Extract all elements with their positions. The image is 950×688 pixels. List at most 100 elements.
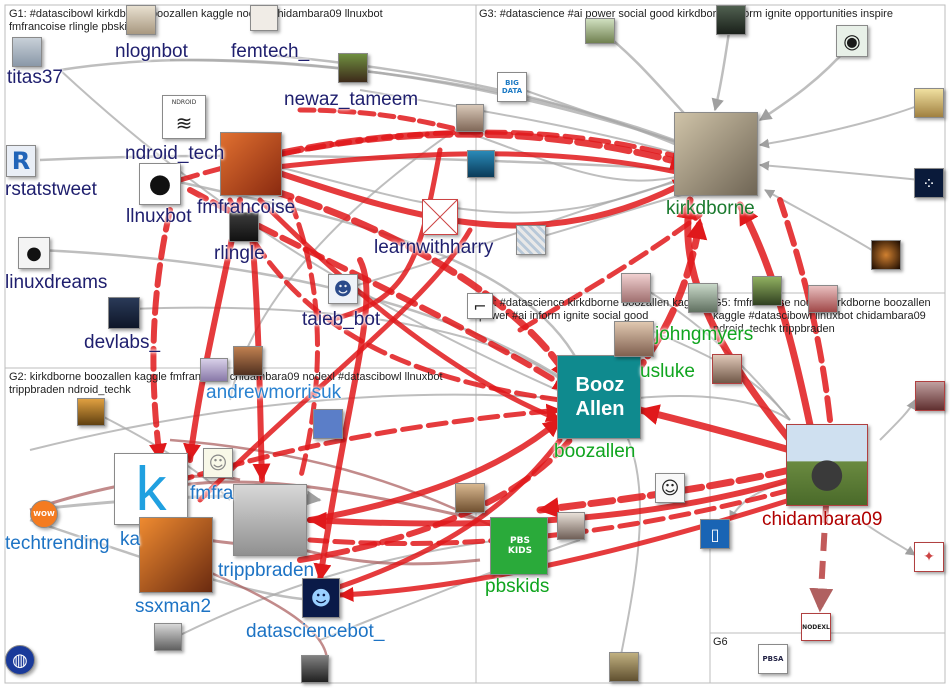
node-avatar-g3-mid-1[interactable]	[516, 225, 546, 255]
label-learnwithharry: learnwithharry	[374, 237, 494, 258]
node-avatar-learnwithharry[interactable]	[422, 199, 458, 235]
node-avatar-g4-small-4[interactable]	[455, 483, 485, 513]
nodexl-logo: NODEXL	[802, 623, 830, 631]
node-avatar-g3-top-3[interactable]: ◉	[836, 25, 868, 57]
node-avatar-titas37[interactable]	[12, 37, 42, 67]
node-avatar-ssxman2[interactable]	[139, 517, 213, 593]
node-avatar-g3-right-2[interactable]: ⁘	[914, 168, 944, 198]
edge-chidambara-nodexl	[809, 504, 834, 613]
node-avatar-datasciencebot[interactable]: ☻	[302, 578, 340, 618]
group-label-g3: G3: #datascience #ai power social good k…	[479, 8, 893, 20]
node-avatar-andrewmorris[interactable]	[233, 346, 263, 376]
node-avatar-g5-small-1[interactable]	[712, 354, 742, 384]
bracket-icon: ⌐	[473, 296, 487, 316]
node-avatar-g3-right-1[interactable]	[914, 88, 944, 118]
node-avatar-pbsa[interactable]: PBSA	[758, 644, 788, 674]
node-avatar-g2-small-2[interactable]	[313, 409, 343, 439]
node-avatar-johngmyers[interactable]	[614, 321, 654, 357]
booz-allen-logo: Booz Allen	[575, 374, 625, 420]
node-avatar-g5-small-3[interactable]: ▯	[700, 519, 730, 549]
node-avatar-linuxdreams[interactable]: ●	[18, 237, 50, 269]
node-avatar-techtrending[interactable]: WOW	[30, 500, 58, 528]
tux-penguin-icon: ●	[148, 169, 172, 199]
node-avatar-fmfra[interactable]: ☺	[203, 448, 233, 478]
robot-icon: ☻	[333, 278, 353, 300]
ndroid-title: NDROID	[171, 99, 197, 106]
node-avatar-pbskids[interactable]: PBS KIDS	[490, 517, 548, 575]
node-avatar-devlabs[interactable]	[108, 297, 140, 329]
node-avatar-nodexl[interactable]: NODEXL	[801, 613, 831, 641]
node-avatar-bigdata[interactable]: BIG DATA	[497, 72, 527, 102]
node-avatar-g4-small-5[interactable]	[609, 652, 639, 682]
node-avatar-g3-top-1[interactable]	[585, 18, 615, 44]
node-avatar-g3-top-2[interactable]	[716, 5, 746, 35]
character-icon: ☺	[660, 477, 680, 499]
node-avatar-newaz[interactable]	[338, 53, 368, 83]
node-avatar-rlingle[interactable]	[229, 212, 259, 242]
k-logo: k	[135, 454, 167, 524]
label-fmfrancoise: fmfrancoise	[197, 197, 296, 218]
node-avatar-llnuxbot[interactable]: ●	[139, 163, 181, 205]
label-ndroid-tech: ndroid_tech	[125, 143, 225, 164]
node-avatar-g5-small-4[interactable]: ✦	[914, 542, 944, 572]
dots-icon: ⁘	[922, 173, 936, 193]
node-avatar-rstatstweet[interactable]: R	[6, 145, 36, 177]
node-avatar-g4-small-2[interactable]: ☺	[655, 473, 685, 503]
label-kirkdborne: kirkdborne	[666, 198, 755, 219]
node-avatar-ndroid[interactable]: NDROID ≋	[162, 95, 206, 139]
group-label-g6: G6	[713, 636, 728, 648]
node-avatar-ka[interactable]: k	[114, 453, 188, 525]
phone-icon: ▯	[710, 524, 720, 544]
pbs-kids-logo: PBS KIDS	[507, 536, 533, 556]
label-andrewmorrisuk: andrewmorrisuk	[206, 382, 342, 403]
node-avatar-g3-right-3[interactable]	[871, 240, 901, 270]
node-avatar-trippbraden[interactable]	[233, 484, 307, 556]
node-avatar-chidambara09[interactable]: ●	[786, 424, 868, 506]
node-avatar-femtech[interactable]	[250, 5, 278, 31]
node-avatar-g1-small-3[interactable]	[200, 358, 228, 382]
label-femtech: femtech_	[231, 41, 310, 62]
cartoon-face-icon: ☺	[208, 452, 228, 474]
alien-icon: ◉	[843, 29, 861, 53]
label-pbskids: pbskids	[485, 576, 550, 597]
group-label-g1: G1: #datascibowl kirkdborne boozallen ka…	[9, 8, 383, 33]
node-avatar-g3-mid-2[interactable]	[621, 273, 651, 303]
node-avatar-g2-small-5[interactable]	[301, 655, 329, 683]
label-devlabs: devlabs_	[84, 332, 161, 353]
node-avatar-kirkdborne[interactable]	[674, 112, 758, 196]
label-chidambara09: chidambara09	[762, 509, 883, 530]
pbs-head-icon: ◍	[12, 649, 28, 671]
big-data-label: BIG DATA	[501, 79, 523, 95]
label-llnuxbot: llnuxbot	[126, 206, 192, 227]
node-avatar-g3-mid-5[interactable]	[808, 285, 838, 313]
pbsa-logo: PBSA	[762, 655, 784, 663]
bot-icon: ☻	[310, 586, 332, 610]
node-avatar-g3-mid-4[interactable]	[752, 276, 782, 306]
label-techtrending: techtrending	[5, 533, 110, 554]
label-rstatstweet: rstatstweet	[5, 179, 97, 200]
node-avatar-boozallen[interactable]: Booz Allen	[557, 355, 641, 439]
elephant-icon: ●	[809, 450, 845, 496]
label-datasciencebot: datasciencebot_	[246, 621, 385, 642]
node-avatar-g4-small-3[interactable]	[557, 512, 585, 540]
node-avatar-g4-small-1[interactable]: ⌐	[467, 293, 493, 319]
label-ka: ka	[120, 529, 141, 550]
r-logo-icon: R	[11, 147, 31, 175]
node-avatar-fmfrancoise[interactable]	[220, 132, 282, 196]
wifi-icon: ≋	[175, 111, 193, 135]
broken-image-icon	[423, 200, 457, 234]
node-avatar-g3-mid-3[interactable]	[688, 283, 718, 313]
node-avatar-g1-small-2[interactable]	[467, 150, 495, 178]
label-trippbraden: trippbraden	[218, 560, 315, 581]
node-avatar-taieb[interactable]: ☻	[328, 274, 358, 304]
node-avatar-g1-small-1[interactable]	[456, 104, 484, 132]
node-avatar-g2-small-3[interactable]	[154, 623, 182, 651]
label-nlognbot: nlognbot	[115, 41, 188, 62]
node-avatar-g5-small-2[interactable]	[915, 381, 945, 411]
tux-small-icon: ●	[26, 242, 42, 264]
label-usluke: usluke	[640, 361, 695, 382]
node-avatar-g2-small-1[interactable]	[77, 398, 105, 426]
label-newaz-tameem: newaz_tameem	[284, 89, 419, 110]
node-avatar-nlognbot[interactable]	[126, 5, 156, 35]
node-avatar-g2-small-4[interactable]: ◍	[5, 645, 35, 675]
